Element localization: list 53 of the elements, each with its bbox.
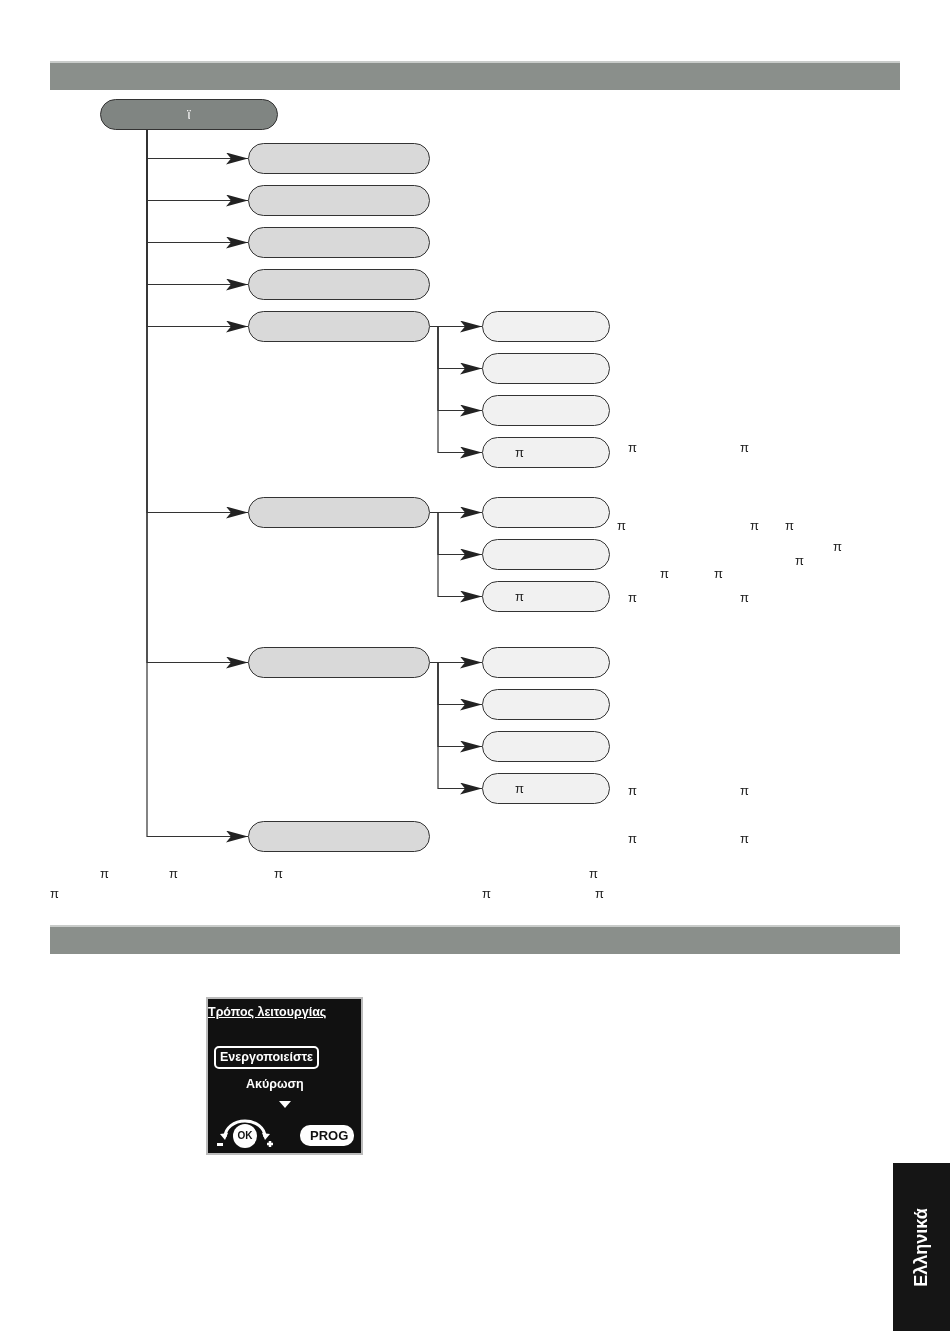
submenu-item-box — [482, 395, 610, 426]
text-fragment: π — [617, 519, 626, 532]
text-fragment: π — [169, 867, 178, 880]
text-fragment: π — [750, 519, 759, 532]
menu-item-box — [248, 311, 430, 342]
text-fragment: π — [274, 867, 283, 880]
menu-item-box — [248, 647, 430, 678]
submenu-item-box — [482, 311, 610, 342]
text-fragment: π — [714, 567, 723, 580]
text-fragment: π — [740, 832, 749, 845]
text-fragment: π — [740, 591, 749, 604]
menu-item-box — [248, 227, 430, 258]
submenu-item-box — [482, 647, 610, 678]
language-tab: Ελληνικά — [893, 1163, 950, 1331]
arrow — [437, 661, 483, 795]
submenu-item-box: π — [482, 581, 610, 612]
text-fragment: π — [795, 554, 804, 567]
menu-item-box — [248, 821, 430, 852]
submenu-item-box: π — [482, 773, 610, 804]
menu-item-box — [248, 497, 430, 528]
text-fragment: π — [660, 567, 669, 580]
text-fragment: π — [628, 784, 637, 797]
arrow — [437, 511, 483, 603]
arrow — [429, 506, 483, 519]
menu-root-box: ϊ — [100, 99, 278, 130]
menu-item-box — [248, 143, 430, 174]
submenu-item-box: π — [482, 437, 610, 468]
text-fragment: π — [50, 887, 59, 900]
menu-item-box — [248, 185, 430, 216]
submenu-item-box — [482, 539, 610, 570]
submenu-item-box — [482, 497, 610, 528]
text-fragment: π — [589, 867, 598, 880]
arrow — [437, 325, 483, 459]
text-fragment: π — [628, 441, 637, 454]
arrow — [429, 320, 483, 333]
text-fragment: π — [595, 887, 604, 900]
text-fragment: π — [740, 784, 749, 797]
selected-option: Ενεργοποιείστε — [214, 1046, 319, 1069]
text-fragment: π — [628, 832, 637, 845]
text-fragment: π — [482, 887, 491, 900]
text-fragment: π — [740, 441, 749, 454]
submenu-item-box — [482, 353, 610, 384]
menu-item-box — [248, 269, 430, 300]
text-fragment: π — [785, 519, 794, 532]
screen-title: Τρόπος λειτουργίας — [208, 1006, 327, 1019]
text-fragment: π — [628, 591, 637, 604]
prog-button: PROG — [300, 1125, 355, 1146]
arrow — [429, 656, 483, 669]
text-fragment: π — [100, 867, 109, 880]
submenu-item-box — [482, 731, 610, 762]
submenu-item-box — [482, 689, 610, 720]
text-fragment: π — [833, 540, 842, 553]
screen-option: Ακύρωση — [246, 1078, 304, 1091]
